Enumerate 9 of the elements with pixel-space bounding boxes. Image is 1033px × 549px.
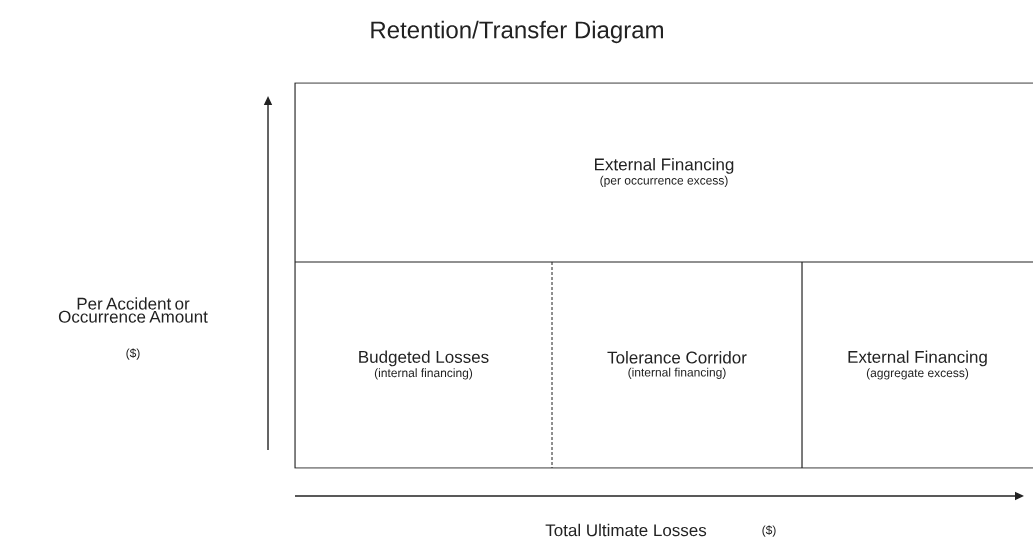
axis-label: Per Accident or Occurrence Amount xyxy=(58,297,208,323)
axis-label: Total Ultimate Losses xyxy=(545,523,707,537)
title: Retention/Transfer Diagram xyxy=(371,20,663,44)
table-cell: Tolerance Corridor (internal financing) xyxy=(607,351,747,379)
table-cell: External Financing (per occurrence excess) xyxy=(595,158,734,187)
table-cell: Budgeted Losses (internal financing) xyxy=(359,350,489,380)
unit-label: ($) xyxy=(762,525,776,537)
table-cell: External Financing (aggregate excess) xyxy=(848,350,987,380)
unit-label: ($) xyxy=(126,348,140,360)
